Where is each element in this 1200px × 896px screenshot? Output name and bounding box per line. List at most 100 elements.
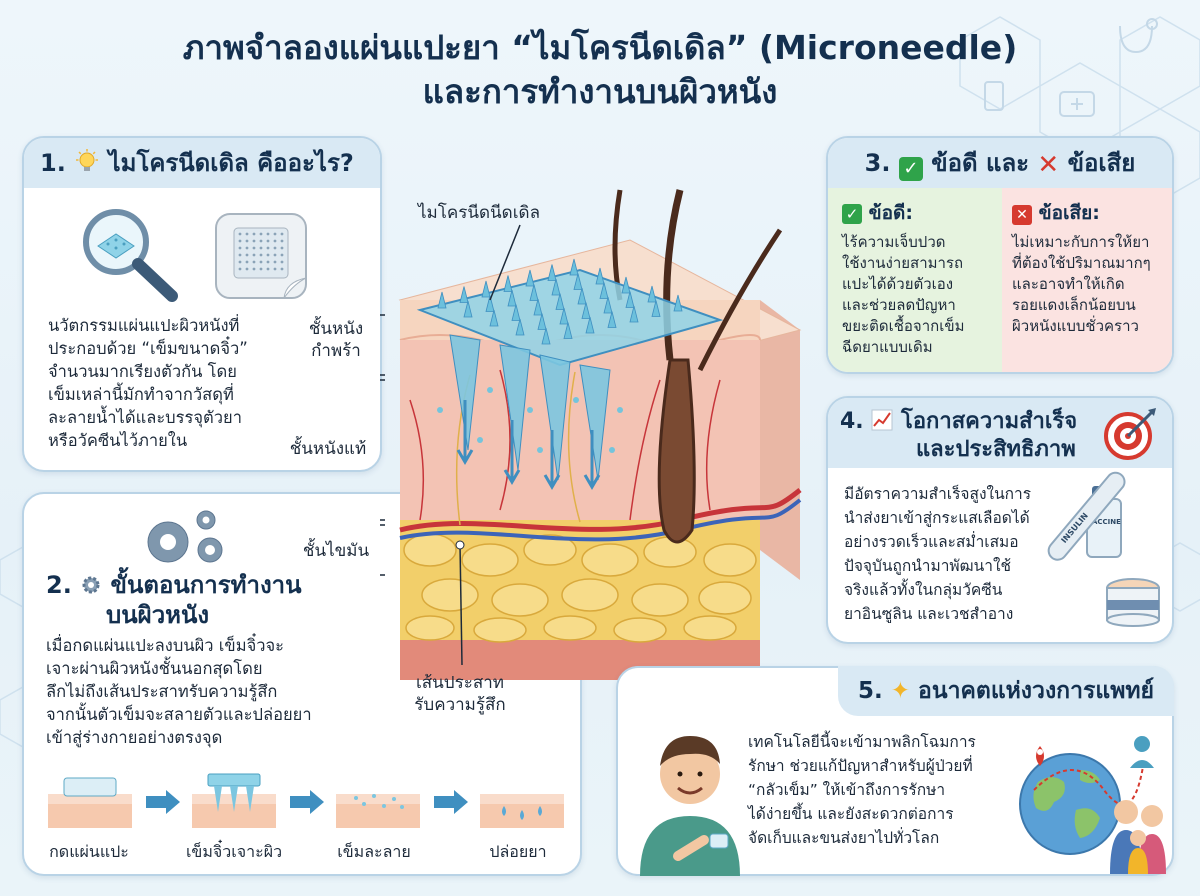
title-line-2: และการทำงานบนผิวหนัง (422, 72, 778, 111)
patch-dot (273, 253, 277, 257)
section4-body: มีอัตราความสำเร็จสูงในการ นำส่งยาเข้าสู่… (844, 485, 1032, 623)
gear-icon (80, 573, 102, 595)
patch-dot (273, 260, 277, 264)
patch-needle (573, 273, 583, 290)
section3-heading: 3. ✓ ข้อดี และ ✕ ข้อเสีย (828, 138, 1172, 191)
section4-heading: 4. โอกาสความสำเร็จ และประสิทธิภาพ (828, 398, 1172, 468)
patch-dot (280, 232, 284, 236)
patient-illustration (640, 736, 740, 876)
gear-icon (147, 510, 223, 563)
patch-needle (555, 293, 565, 310)
cross-icon: ✕ (1012, 205, 1032, 225)
patch-dot (266, 232, 270, 236)
globe-icon (1019, 736, 1166, 874)
steps-illustration (48, 773, 564, 828)
patch-dot (280, 267, 284, 271)
patch-dot (266, 253, 270, 257)
patch-dot (245, 267, 249, 271)
patch-dot (266, 239, 270, 243)
section-how-it-works: 2. ขั้นตอนการทำงาน บนผิวหนัง เมื่อกดแผ่น… (22, 492, 582, 876)
step-label-4: ปล่อยยา (489, 842, 547, 861)
patch-dot (280, 246, 284, 250)
step-needles-dissolve (336, 794, 420, 828)
patch-needle (625, 291, 635, 308)
patch-needle (489, 309, 499, 327)
magnifier-icon (83, 209, 178, 302)
patch-dot (238, 260, 242, 264)
section1-heading: 1. ไมโครนีดเดิล คืออะไร? (24, 138, 380, 188)
patch-needle (529, 284, 539, 301)
patch-dot (245, 253, 249, 257)
pros-column: ✓ ข้อดี: ไร้ความเจ็บปวด ใช้งานง่ายสามารถ… (828, 188, 1002, 372)
patch-needle (459, 286, 469, 303)
patch-dot (259, 232, 263, 236)
section-what-is-microneedle: 1. ไมโครนีดเดิล คืออะไร? นวัตกรรมแผ่นแปะ… (22, 136, 382, 472)
label-microneedle: ไมโครนีดนีดเดิล (418, 203, 540, 223)
patch-needle (515, 318, 525, 336)
patch-needle (547, 264, 557, 281)
title-line-1: ภาพจำลองแผ่นแปะยา “ไมโครนีดเดิล” (Micron… (182, 28, 1018, 67)
patch-needle (541, 327, 551, 345)
patch-dot (238, 232, 242, 236)
skin-cross-section-diagram (380, 189, 802, 680)
cons-column: ✕ ข้อเสีย: ไม่เหมาะกับการให้ยา ที่ต้องใช… (1002, 188, 1172, 372)
label-dermis: ชั้นหนังแท้ (289, 439, 367, 459)
patch-needle (621, 276, 631, 294)
step-release-drug (480, 794, 564, 828)
vial-label: VACCINE (1087, 518, 1121, 526)
patch-dot (266, 267, 270, 271)
patch-needle (569, 258, 579, 276)
patch-needle (507, 289, 517, 307)
patch-dot (266, 246, 270, 250)
patch-dot (280, 253, 284, 257)
patch-dot (252, 232, 256, 236)
patch-dot (252, 260, 256, 264)
patch-dot (252, 239, 256, 243)
step-label-2: เข็มจิ๋วเจาะผิว (185, 842, 283, 861)
section-future-medicine: 5. ✦ อนาคตแห่งวงการแพทย์ เทคโนโลยีนี้จะเ… (616, 666, 1174, 876)
patch-needle (437, 291, 447, 309)
patch-dot (245, 260, 249, 264)
patch-dot (252, 246, 256, 250)
patch-needle (577, 287, 587, 305)
section2-body: เมื่อกดแผ่นแปะลงบนผิว เข็มจิ๋วจะ เจาะผ่า… (46, 636, 312, 747)
patch-needle (647, 285, 657, 303)
patch-needle (533, 298, 543, 316)
patch-dot (238, 239, 242, 243)
patch-dot (259, 253, 263, 257)
patch-needle (585, 316, 595, 334)
patch-dot (266, 260, 270, 264)
label-fat: ชั้นไขมัน (302, 541, 370, 561)
section5-body: เทคโนโลยีนี้จะเข้ามาพลิกโฉมการ รักษา ช่ว… (748, 733, 976, 847)
patch-dot (280, 239, 284, 243)
label-epidermis: ชั้นหนัง กำพร้า (308, 319, 364, 361)
patch-dot (259, 267, 263, 271)
patch-needle (481, 280, 491, 298)
patch-dot (245, 246, 249, 250)
patch-needle (599, 282, 609, 299)
target-icon (1104, 408, 1156, 460)
patch-needle (603, 296, 613, 314)
patch-dot (238, 246, 242, 250)
patch-needle (563, 322, 573, 339)
section2-heading: 2. ขั้นตอนการทำงาน บนผิวหนัง (46, 571, 302, 629)
patch-icon (215, 213, 307, 299)
patch-dot (259, 260, 263, 264)
patch-needle (607, 311, 617, 328)
patch-needle (629, 305, 639, 323)
lightbulb-icon (74, 149, 100, 175)
patch-needle (525, 269, 535, 287)
patch-dot (273, 232, 277, 236)
star-icon: ✦ (890, 678, 911, 704)
check-icon: ✓ (842, 204, 862, 224)
patch-dot (259, 239, 263, 243)
label-nerve: เส้นประสาท รับความรู้สึก (414, 673, 506, 715)
step-label-3: เข็มละลาย (337, 842, 411, 861)
section1-body: นวัตกรรมแผ่นแปะผิวหนังที่ ประกอบด้วย “เข… (48, 316, 248, 450)
patch-dot (245, 232, 249, 236)
section-success-efficiency: 4. โอกาสความสำเร็จ และประสิทธิภาพ มีอัตร… (826, 396, 1174, 644)
patch-dot (259, 246, 263, 250)
patch-dot (252, 267, 256, 271)
patch-dot (252, 253, 256, 257)
patch-dot (238, 267, 242, 271)
